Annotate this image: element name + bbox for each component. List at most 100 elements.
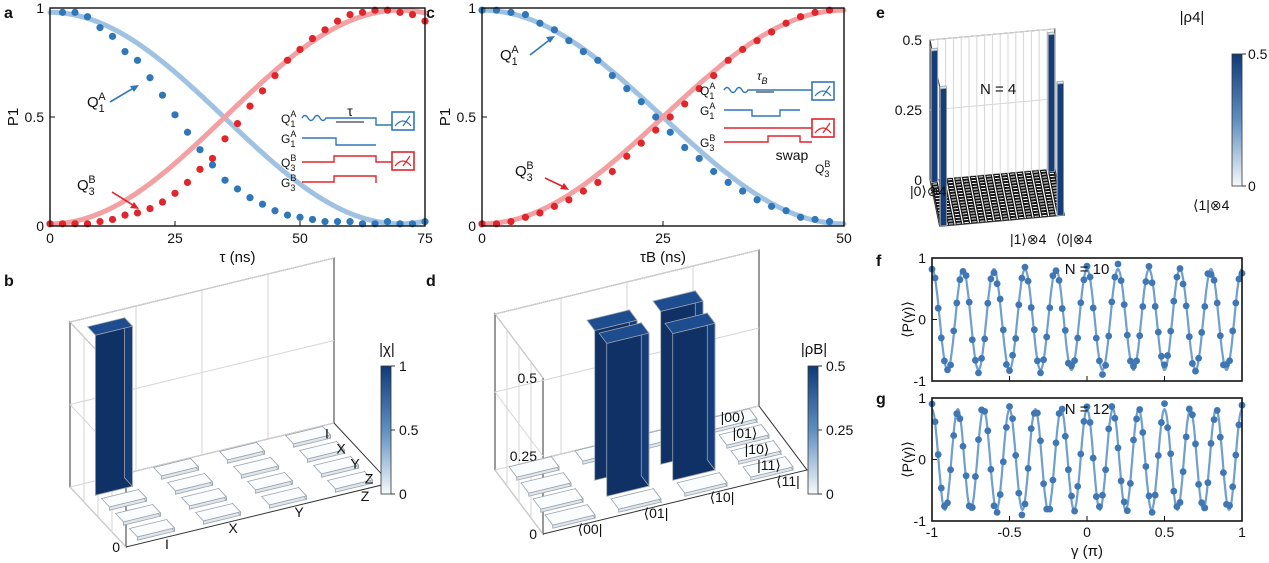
z-axis-label: |ρB| xyxy=(801,341,827,358)
meter-icon xyxy=(814,122,832,134)
floor-tile xyxy=(1020,191,1028,196)
bar-top xyxy=(1056,80,1065,85)
floor-tile xyxy=(957,194,965,199)
floor-tile xyxy=(1045,198,1054,203)
grid-line xyxy=(929,98,1055,111)
floor-tile xyxy=(1048,174,1057,179)
x-axis-label: τ (ns) xyxy=(220,249,256,266)
data-point xyxy=(962,472,970,480)
data-point-Q3B xyxy=(396,8,404,16)
floor-tile xyxy=(1010,180,1018,185)
data-point xyxy=(1173,273,1181,281)
colorbar-tick-label: 0 xyxy=(826,486,834,502)
y-axis-label: ⟨P(γ)⟩ xyxy=(899,441,915,478)
data-point xyxy=(1117,277,1125,285)
data-point xyxy=(1043,333,1051,341)
data-point-Q3B xyxy=(695,85,703,93)
bar-top xyxy=(246,472,294,491)
data-point-Q3B xyxy=(296,45,304,54)
data-point xyxy=(1074,482,1082,490)
floor-tile xyxy=(950,198,958,202)
z-tick-label: 0 xyxy=(112,539,120,555)
floor-tile xyxy=(967,205,976,210)
data-point-Q1A xyxy=(96,24,104,32)
data-point-Q1A xyxy=(782,207,790,215)
data-point xyxy=(996,491,1004,498)
z-tick-label: 0 xyxy=(914,172,922,188)
data-point xyxy=(1114,444,1122,452)
data-point xyxy=(1195,354,1202,362)
floor-tile xyxy=(1009,175,1017,179)
bar-top xyxy=(652,290,704,312)
data-point-Q1A xyxy=(739,187,747,195)
data-point-Q3B xyxy=(652,126,660,134)
data-point-Q3B xyxy=(536,209,544,217)
meter-icon xyxy=(394,115,412,127)
fit-curve-Q3B xyxy=(479,7,847,227)
inset-label: Q1A xyxy=(281,109,296,129)
data-point xyxy=(1136,332,1144,340)
floor-tile xyxy=(1037,199,1046,203)
col-label: ⟨00| xyxy=(578,521,603,537)
data-point xyxy=(1102,466,1109,474)
grid-line xyxy=(69,486,127,548)
data-point-Q3B xyxy=(637,139,645,147)
data-point xyxy=(1151,303,1159,310)
row-label: |1⟩⊗4 xyxy=(1010,231,1047,247)
bar-top xyxy=(939,85,948,90)
data-point xyxy=(981,407,989,415)
data-point xyxy=(1061,326,1069,334)
floor-tile xyxy=(971,184,979,189)
floor-tile xyxy=(1025,176,1033,181)
data-point xyxy=(1213,407,1221,414)
data-point xyxy=(953,410,961,418)
data-point xyxy=(1210,276,1218,284)
data-point xyxy=(1216,433,1224,441)
floor-tile xyxy=(956,191,965,196)
bar-top xyxy=(86,317,134,336)
data-point xyxy=(972,356,979,364)
floor-tile xyxy=(1003,184,1011,189)
data-point xyxy=(1170,487,1178,495)
data-point xyxy=(1229,483,1237,491)
floor-tile xyxy=(965,196,974,201)
floor-tile xyxy=(998,202,1007,207)
data-point-Q1A xyxy=(158,91,167,99)
inset-label: G1A xyxy=(700,101,715,121)
floor-tile xyxy=(1005,196,1013,200)
floor-tile xyxy=(1027,188,1036,192)
data-point-Q3B xyxy=(283,56,292,64)
data-point xyxy=(1179,280,1187,288)
floor-tile xyxy=(1000,208,1008,213)
data-point-Q1A xyxy=(321,218,329,226)
floor-tile xyxy=(1031,208,1040,213)
floor-tile xyxy=(946,219,955,223)
floor-edge xyxy=(542,405,808,535)
data-point xyxy=(965,298,973,306)
floor-tile xyxy=(1035,187,1043,192)
data-point xyxy=(999,458,1007,466)
floor-tile xyxy=(1032,211,1040,216)
data-point xyxy=(1161,400,1168,408)
floor-tile xyxy=(961,211,969,216)
floor-tile xyxy=(961,176,970,181)
data-point xyxy=(1003,423,1010,431)
bar-top xyxy=(532,488,584,510)
bar-top xyxy=(218,442,266,461)
col-label: ⟨10| xyxy=(710,489,735,505)
x-tick-label: -0.5 xyxy=(997,524,1021,540)
data-point xyxy=(1003,361,1010,368)
floor-tile xyxy=(968,211,977,215)
chart-panel-e: 00.250.5N = 4|0⟩⊗4|1⟩⊗4⟨0|⊗4⟨1|⊗4|ρ4|00.… xyxy=(895,9,1268,247)
floor-tile xyxy=(946,180,955,185)
floor-tile xyxy=(1007,204,1015,209)
data-point-Q1A xyxy=(183,128,192,136)
col-label: ⟨0|⊗4 xyxy=(1056,231,1093,247)
bar-top xyxy=(284,426,332,445)
z-tick-label: 0.5 xyxy=(903,32,923,48)
floor-tile xyxy=(1033,175,1041,180)
data-point xyxy=(1092,493,1100,500)
floor-tile xyxy=(945,213,953,218)
floor-tile xyxy=(1016,171,1024,176)
bar-top xyxy=(742,456,794,478)
